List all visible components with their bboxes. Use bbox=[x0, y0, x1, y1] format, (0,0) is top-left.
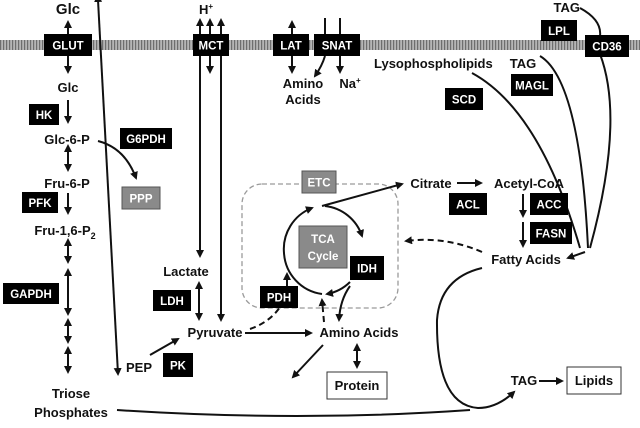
arrow-fa-tag-loop bbox=[435, 267, 516, 410]
glc-6-p: Glc-6-P bbox=[44, 132, 90, 147]
transporter-mct-label: MCT bbox=[199, 41, 224, 53]
triose-phosphates-line2: Phosphates bbox=[34, 405, 108, 420]
ppp-label: PPP bbox=[129, 194, 152, 206]
transporter-glut[interactable]: GLUT bbox=[44, 34, 92, 56]
citrate: Citrate bbox=[410, 176, 451, 191]
lactate: Lactate bbox=[163, 264, 209, 279]
enzyme-fasn-label: FASN bbox=[536, 229, 567, 241]
enzyme-lpl-label: LPL bbox=[548, 26, 570, 38]
arrow-pyruvate-pdh bbox=[249, 306, 281, 330]
enzyme-pdh[interactable]: PDH bbox=[260, 286, 298, 308]
fru-6-p: Fru-6-P bbox=[44, 176, 90, 191]
enzyme-idh-label: IDH bbox=[357, 264, 377, 276]
enzyme-hk-label: HK bbox=[36, 110, 53, 122]
transporter-mct[interactable]: MCT bbox=[193, 34, 229, 56]
arrow-tag-magl-fa bbox=[539, 55, 589, 249]
transporter-cd36-label: CD36 bbox=[592, 42, 621, 54]
arrow-aa-out bbox=[291, 344, 324, 379]
protein-box[interactable]: Protein bbox=[326, 371, 388, 400]
tca-cycle-arc-bottom bbox=[325, 281, 351, 297]
enzyme-ldh[interactable]: LDH bbox=[153, 290, 191, 311]
transporter-lat[interactable]: LAT bbox=[273, 34, 309, 56]
transporter-lat-label: LAT bbox=[280, 41, 302, 53]
transporter-glut-label: GLUT bbox=[52, 41, 83, 53]
enzyme-ldh-label: LDH bbox=[160, 296, 184, 308]
fatty-acids: Fatty Acids bbox=[491, 252, 561, 267]
enzyme-idh[interactable]: IDH bbox=[350, 256, 384, 280]
tag-extracellular: TAG bbox=[554, 0, 580, 15]
h-plus-extracellular: H+ bbox=[199, 2, 213, 17]
enzyme-acl-label: ACL bbox=[456, 200, 480, 212]
lysophospholipids: Lysophospholipids bbox=[374, 56, 493, 71]
enzyme-g6pdh-label: G6PDH bbox=[126, 134, 166, 146]
arrow-tca-citrate bbox=[321, 181, 404, 207]
enzyme-scd-label: SCD bbox=[452, 95, 476, 107]
enzyme-pk[interactable]: PK bbox=[163, 353, 193, 377]
triose-phosphates-line1: Triose bbox=[52, 386, 90, 401]
enzyme-hk[interactable]: HK bbox=[29, 104, 59, 125]
arrow-pep-pyruvate bbox=[149, 338, 180, 356]
enzyme-magl[interactable]: MAGL bbox=[511, 74, 553, 96]
enzyme-acc-label: ACC bbox=[537, 200, 562, 212]
glc-extracellular: Glc bbox=[56, 1, 80, 18]
enzyme-acc[interactable]: ACC bbox=[530, 193, 568, 215]
tag-bottom: TAG bbox=[511, 373, 537, 388]
amino-acids-center: Amino Acids bbox=[320, 325, 399, 340]
glc-intracellular: Glc bbox=[58, 80, 79, 95]
lipids-label: Lipids bbox=[575, 373, 613, 388]
etc-label: ETC bbox=[308, 178, 331, 190]
arrow-tag-cd36-fa bbox=[579, 7, 612, 249]
na-plus: Na+ bbox=[339, 76, 361, 91]
enzyme-gapdh[interactable]: GAPDH bbox=[3, 283, 59, 304]
enzyme-magl-label: MAGL bbox=[515, 81, 549, 93]
amino-acids-import-line1: Amino bbox=[283, 76, 324, 91]
arrow-idh-aa bbox=[335, 285, 351, 322]
tca-cycle-arc-right bbox=[324, 205, 364, 238]
enzyme-lpl[interactable]: LPL bbox=[541, 20, 577, 41]
arrow-triose-tag bbox=[116, 409, 471, 417]
etc-box[interactable]: ETC bbox=[301, 170, 337, 194]
acetyl-coa: Acetyl-CoA bbox=[494, 176, 565, 191]
enzyme-pfk-label: PFK bbox=[29, 198, 53, 210]
transporter-snat-label: SNAT bbox=[322, 41, 352, 53]
enzyme-pdh-label: PDH bbox=[267, 293, 291, 305]
enzyme-pk-label: PK bbox=[170, 361, 187, 373]
arrow-snat-aa bbox=[313, 55, 326, 78]
tca-label-line1: TCA bbox=[311, 234, 335, 246]
arrow-aa-tca-dashed bbox=[318, 298, 327, 323]
tag-intracellular: TAG bbox=[510, 56, 536, 71]
arrow-triose-pep bbox=[94, 0, 122, 376]
enzyme-g6pdh[interactable]: G6PDH bbox=[120, 128, 172, 149]
enzyme-fasn[interactable]: FASN bbox=[530, 222, 572, 244]
tca-label-line2: Cycle bbox=[308, 251, 339, 263]
tca-cycle-box[interactable]: TCA Cycle bbox=[298, 225, 348, 269]
lipids-box[interactable]: Lipids bbox=[566, 366, 622, 395]
enzyme-pfk[interactable]: PFK bbox=[22, 192, 58, 213]
enzyme-scd[interactable]: SCD bbox=[445, 88, 483, 110]
arrow-fattyacids-idh bbox=[404, 236, 483, 253]
arrow-lysophospholipids-fa bbox=[471, 72, 581, 249]
pep: PEP bbox=[126, 360, 152, 375]
tca-cycle-arc-left bbox=[282, 206, 323, 295]
pyruvate: Pyruvate bbox=[188, 325, 243, 340]
transporter-snat[interactable]: SNAT bbox=[314, 34, 360, 56]
enzyme-acl[interactable]: ACL bbox=[449, 193, 487, 215]
protein-label: Protein bbox=[335, 378, 380, 393]
fru-1-6-p2: Fru-1,6-P2 bbox=[34, 223, 95, 241]
amino-acids-import-line2: Acids bbox=[285, 92, 320, 107]
ppp-box[interactable]: PPP bbox=[121, 186, 161, 210]
enzyme-gapdh-label: GAPDH bbox=[10, 289, 52, 301]
arrow-into-fa bbox=[566, 251, 586, 260]
transporter-cd36[interactable]: CD36 bbox=[585, 35, 629, 57]
